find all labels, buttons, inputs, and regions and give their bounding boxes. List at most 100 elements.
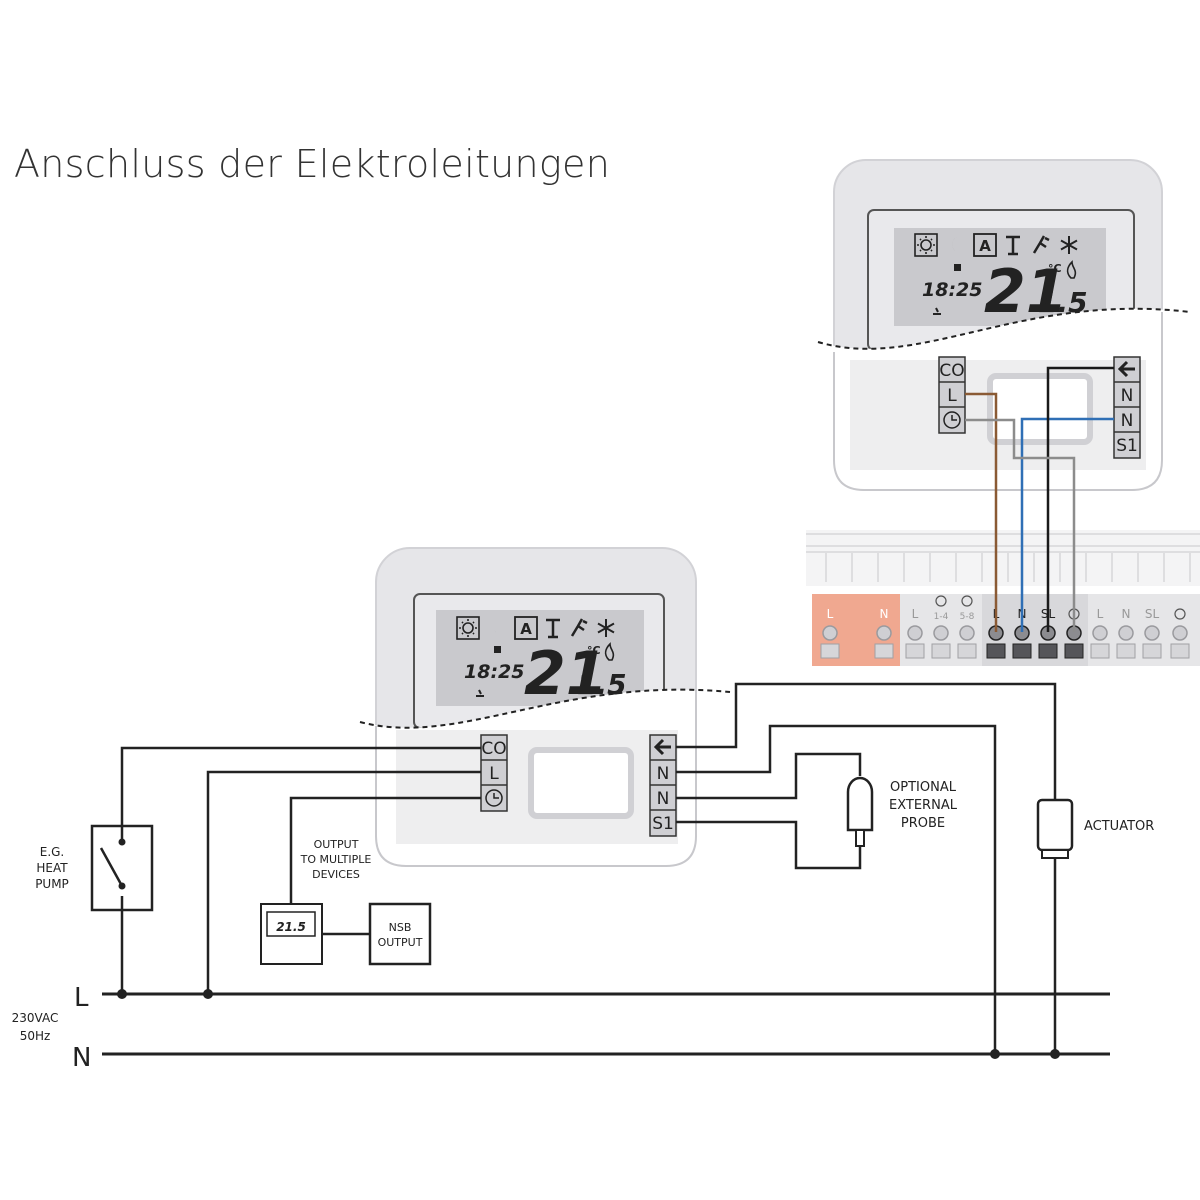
lcd-time: 18:25 bbox=[922, 279, 982, 301]
terminal-s1-label: S1 bbox=[652, 814, 674, 834]
output-multiple-label: OUTPUT bbox=[314, 838, 359, 851]
terminal-block-right: N N S1 bbox=[649, 734, 677, 837]
strip-terminal-clip bbox=[957, 643, 977, 659]
strip-terminal-clip bbox=[1170, 643, 1190, 659]
terminal-co-label: CO bbox=[481, 739, 506, 759]
wire-co-to-heatpump bbox=[120, 746, 481, 840]
junction-dot bbox=[1050, 1049, 1060, 1059]
terminal-co-label: CO bbox=[939, 361, 964, 381]
flame-icon bbox=[604, 642, 615, 661]
nsb-output-label: NSB bbox=[389, 921, 412, 934]
away-icon bbox=[570, 618, 588, 637]
base-outline bbox=[833, 312, 1163, 491]
strip-terminal-screw bbox=[1092, 625, 1108, 641]
switch-contact bbox=[99, 847, 124, 887]
terminal-block-right: N N S1 bbox=[1113, 356, 1141, 459]
supply-voltage: 230VAC bbox=[12, 1011, 59, 1025]
sun-icon bbox=[914, 233, 938, 257]
actuator bbox=[1036, 798, 1074, 859]
strip-rail bbox=[806, 530, 1200, 586]
clock-icon bbox=[943, 411, 961, 429]
junction-dot bbox=[203, 989, 213, 999]
strip-terminal-label: 5-8 bbox=[960, 612, 975, 622]
output-multiple-label: TO MULTIPLE bbox=[300, 853, 372, 866]
strip-terminal-label: SL bbox=[1145, 607, 1160, 621]
strip-terminal-screw bbox=[1172, 625, 1188, 641]
strip-terminal-label: 1-4 bbox=[934, 612, 949, 622]
strip-terminal-clip bbox=[1090, 643, 1110, 659]
wire-clock-to-output bbox=[289, 796, 481, 904]
strip-terminal-clip bbox=[874, 643, 894, 659]
terminal-block-left: CO L bbox=[480, 734, 508, 812]
strip-terminal-label: N bbox=[880, 607, 889, 621]
strip-terminal-clip bbox=[1012, 643, 1032, 659]
colored-wires bbox=[965, 366, 1114, 632]
wire-black bbox=[1046, 366, 1114, 632]
strip-terminal-screw bbox=[907, 625, 923, 641]
supply-frequency: 50Hz bbox=[20, 1029, 51, 1043]
strip-terminal-label: L bbox=[827, 607, 834, 621]
strip-terminal-clip bbox=[986, 643, 1006, 659]
arrow-left-icon bbox=[1117, 360, 1135, 378]
heat-pump-switch bbox=[90, 824, 154, 912]
wire-n-to-mains-n bbox=[676, 724, 997, 1054]
lcd-temp-small: 1.5 bbox=[1038, 286, 1088, 319]
strip-rail-comb bbox=[806, 533, 1200, 582]
thermostat-top: A 18:25 21 1.5 °C CO L bbox=[817, 159, 1191, 491]
lcd-temp-unit: °C bbox=[587, 644, 601, 657]
auto-mode-icon: A bbox=[514, 616, 538, 640]
wire-arrow-to-actuator bbox=[676, 682, 1057, 800]
strip-terminal-label: L bbox=[1097, 607, 1104, 621]
strip-terminal-screw bbox=[959, 625, 975, 641]
away-icon bbox=[1032, 235, 1050, 254]
wire-s1-to-probe bbox=[676, 820, 862, 870]
party-icon bbox=[546, 618, 560, 639]
terminal-block-left: CO L bbox=[938, 356, 966, 434]
base-window bbox=[528, 747, 634, 819]
heat-pump-label: PUMP bbox=[35, 877, 69, 891]
strip-terminal-screw bbox=[1144, 625, 1160, 641]
strip-clock-icon bbox=[935, 595, 947, 607]
party-icon bbox=[1006, 235, 1020, 256]
junction-dot bbox=[990, 1049, 1000, 1059]
strip-terminal-clip bbox=[1064, 643, 1084, 659]
nsb-output-label: OUTPUT bbox=[378, 936, 423, 949]
strip-terminal-clip bbox=[820, 643, 840, 659]
thermostat-main: A 18:25 21 1.5 °C CO L bbox=[359, 547, 731, 880]
snowflake-icon bbox=[1060, 236, 1078, 254]
clock-icon bbox=[485, 789, 503, 807]
mini-thermostat-temp: 21.5 bbox=[276, 920, 306, 934]
base-outline bbox=[375, 690, 697, 867]
strip-terminal-label: L bbox=[912, 607, 919, 621]
svg-text:A: A bbox=[520, 620, 532, 638]
lock-icon bbox=[494, 646, 501, 653]
actuator-label: ACTUATOR bbox=[1084, 819, 1154, 834]
man-icon bbox=[476, 689, 484, 697]
strip-terminal-screw bbox=[876, 625, 892, 641]
wire-grey bbox=[965, 418, 1076, 632]
wire-l-to-mains bbox=[206, 770, 481, 994]
lcd-temp-big: 21 bbox=[984, 257, 1068, 327]
terminal-n1-label: N bbox=[1121, 386, 1134, 406]
junction-dot bbox=[117, 989, 127, 999]
cutaway-line bbox=[817, 307, 1191, 350]
heat-pump-label: E.G. bbox=[40, 845, 65, 859]
terminal-n2-label: N bbox=[1121, 411, 1134, 431]
mains-l-label: L bbox=[74, 983, 89, 1013]
svg-text:A: A bbox=[979, 237, 991, 255]
strip-terminal-screw bbox=[933, 625, 949, 641]
terminal-s1-label: S1 bbox=[1116, 436, 1138, 456]
strip-terminal-clip bbox=[1038, 643, 1058, 659]
lcd-time: 18:25 bbox=[464, 661, 524, 683]
strip-terminal-clip bbox=[1142, 643, 1162, 659]
strip-terminal-clip bbox=[1116, 643, 1136, 659]
flame-icon bbox=[1066, 260, 1077, 279]
terminal-l-label: L bbox=[489, 764, 499, 784]
lcd-temp-unit: °C bbox=[1048, 262, 1062, 275]
terminal-n1-label: N bbox=[657, 764, 670, 784]
strip-terminal-clip bbox=[931, 643, 951, 659]
strip-terminal-screw bbox=[1118, 625, 1134, 641]
